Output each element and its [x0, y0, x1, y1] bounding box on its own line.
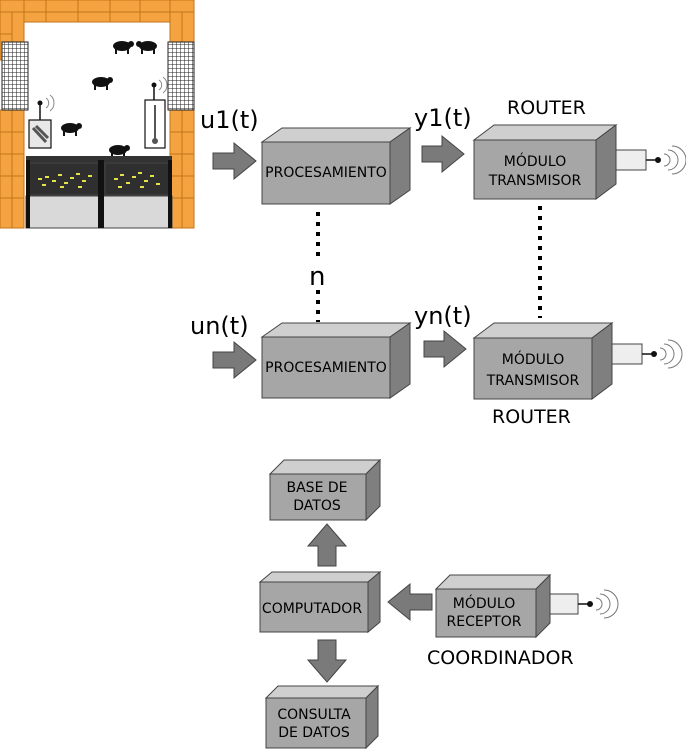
computer-label: COMPUTADOR: [262, 601, 362, 617]
antenna-signal-icon: [595, 589, 619, 619]
n-label: n: [309, 262, 325, 292]
router-module-line2: TRANSMISOR: [488, 173, 582, 189]
antenna-signal-icon: [663, 145, 686, 175]
arrow: [212, 141, 257, 181]
arrow: [421, 134, 465, 174]
left-window-mesh: [1, 41, 29, 111]
receptor-line2: RECEPTOR: [447, 614, 522, 630]
coordinator-title: COORDINADOR: [427, 647, 574, 669]
router-title: ROUTER: [507, 97, 586, 119]
thermometer-icon: [144, 76, 168, 149]
arrow: [212, 340, 257, 380]
arrow: [306, 639, 348, 683]
pen-floor: [25, 156, 173, 229]
router-module: MÓDULO TRANSMISOR: [472, 322, 657, 400]
barn-illustration: [0, 0, 195, 229]
router-title: ROUTER: [492, 406, 571, 428]
query-line2: DE DATOS: [278, 725, 350, 741]
router-module: MÓDULO TRANSMISOR: [472, 124, 661, 200]
sensor-icon: [28, 94, 55, 149]
processing-label: PROCESAMIENTO: [265, 165, 387, 181]
processing-label: PROCESAMIENTO: [265, 360, 387, 376]
signal-label-yn: yn(t): [414, 302, 472, 330]
arrow: [423, 329, 467, 369]
router-module-line1: MÓDULO: [502, 350, 564, 368]
processing-box: PROCESAMIENTO: [260, 322, 412, 399]
signal-label-un: un(t): [190, 312, 249, 340]
database-box: BASE DE DATOS: [268, 458, 382, 522]
query-line1: CONSULTA: [277, 707, 351, 723]
signal-label-y1: y1(t): [414, 104, 472, 132]
arrow: [306, 523, 348, 567]
router-module-line1: MÓDULO: [504, 152, 566, 170]
arrow: [387, 582, 433, 622]
brick-wall: [0, 0, 195, 229]
pig-icon: [61, 41, 157, 158]
receptor-line1: MÓDULO: [453, 594, 515, 612]
query-box: CONSULTA DE DATOS: [264, 684, 380, 750]
database-line1: BASE DE: [287, 480, 348, 496]
signal-label-u1: u1(t): [200, 106, 259, 134]
receptor-module: MÓDULO RECEPTOR: [434, 573, 593, 639]
database-line2: DATOS: [293, 498, 341, 514]
antenna-signal-icon: [659, 339, 683, 369]
computer-box: COMPUTADOR: [258, 570, 382, 634]
right-window-mesh: [167, 41, 195, 111]
processing-box: PROCESAMIENTO: [260, 127, 412, 205]
router-module-line2: TRANSMISOR: [486, 373, 580, 389]
